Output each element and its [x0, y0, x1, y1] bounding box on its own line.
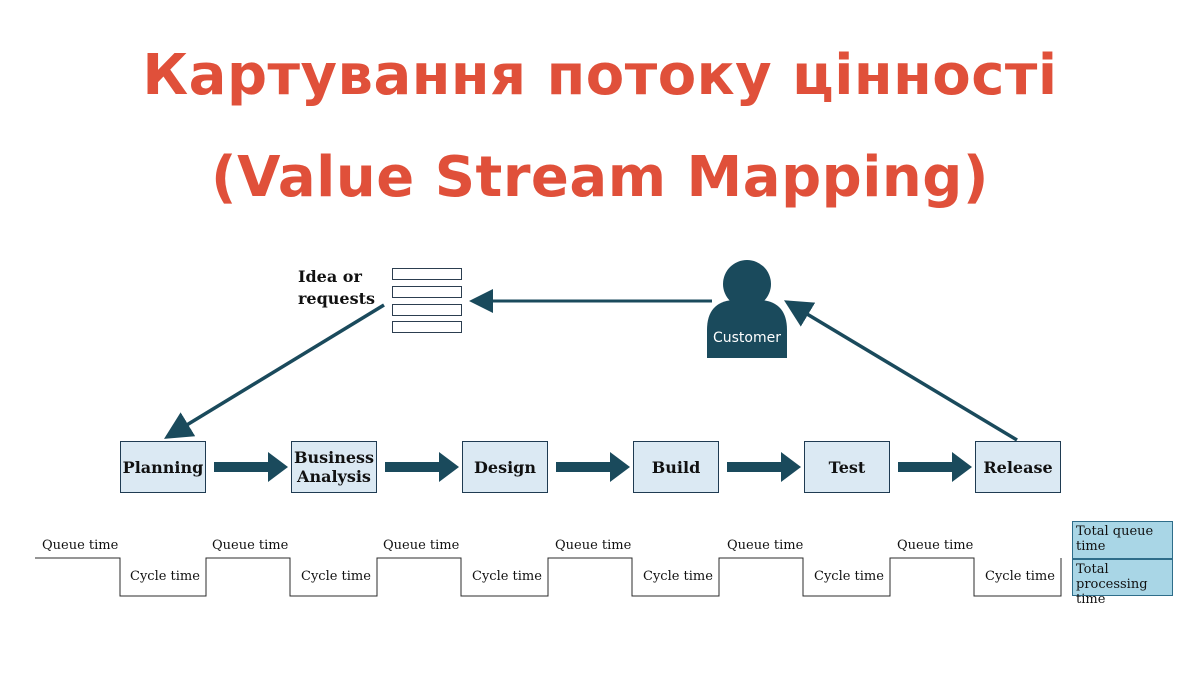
total-queue-time-box: Total queue time: [1072, 521, 1173, 559]
cycle-time-label: Cycle time: [814, 569, 884, 584]
timeline-line: [35, 557, 1062, 597]
queue-time-label: Queue time: [212, 538, 289, 553]
cycle-time-label: Cycle time: [472, 569, 542, 584]
flow-arrow-5: [898, 452, 972, 482]
requests-to-planning-arrow: [164, 303, 385, 439]
cycle-time-label: Cycle time: [301, 569, 371, 584]
step-test: Test: [804, 441, 890, 493]
customer-person-icon: [707, 260, 787, 358]
release-to-customer-arrow: [783, 300, 1018, 442]
flow-arrow-4: [727, 452, 801, 482]
queue-time-label: Queue time: [42, 538, 119, 553]
cycle-time-label: Cycle time: [985, 569, 1055, 584]
cycle-time-label: Cycle time: [130, 569, 200, 584]
queue-time-label: Queue time: [897, 538, 974, 553]
step-build: Build: [633, 441, 719, 493]
cycle-time-label: Cycle time: [643, 569, 713, 584]
stack-row: [392, 304, 462, 316]
queue-time-label: Queue time: [555, 538, 632, 553]
queue-time-label: Queue time: [383, 538, 460, 553]
page-subtitle: (Value Stream Mapping): [211, 145, 989, 210]
stack-row: [392, 268, 462, 280]
flow-arrow-2: [385, 452, 459, 482]
flow-arrow-3: [556, 452, 630, 482]
step-planning: Planning: [120, 441, 206, 493]
queue-time-label: Queue time: [727, 538, 804, 553]
step-design: Design: [462, 441, 548, 493]
stack-row: [392, 286, 462, 298]
idea-requests-label: Idea or requests: [298, 267, 376, 308]
stack-row: [392, 321, 462, 333]
step-release: Release: [975, 441, 1061, 493]
total-processing-time-box: Total processing time: [1072, 559, 1173, 607]
page-title: Картування потоку цінності: [142, 43, 1058, 108]
customer-label: Customer: [712, 330, 781, 346]
flow-arrow-1: [214, 452, 288, 482]
